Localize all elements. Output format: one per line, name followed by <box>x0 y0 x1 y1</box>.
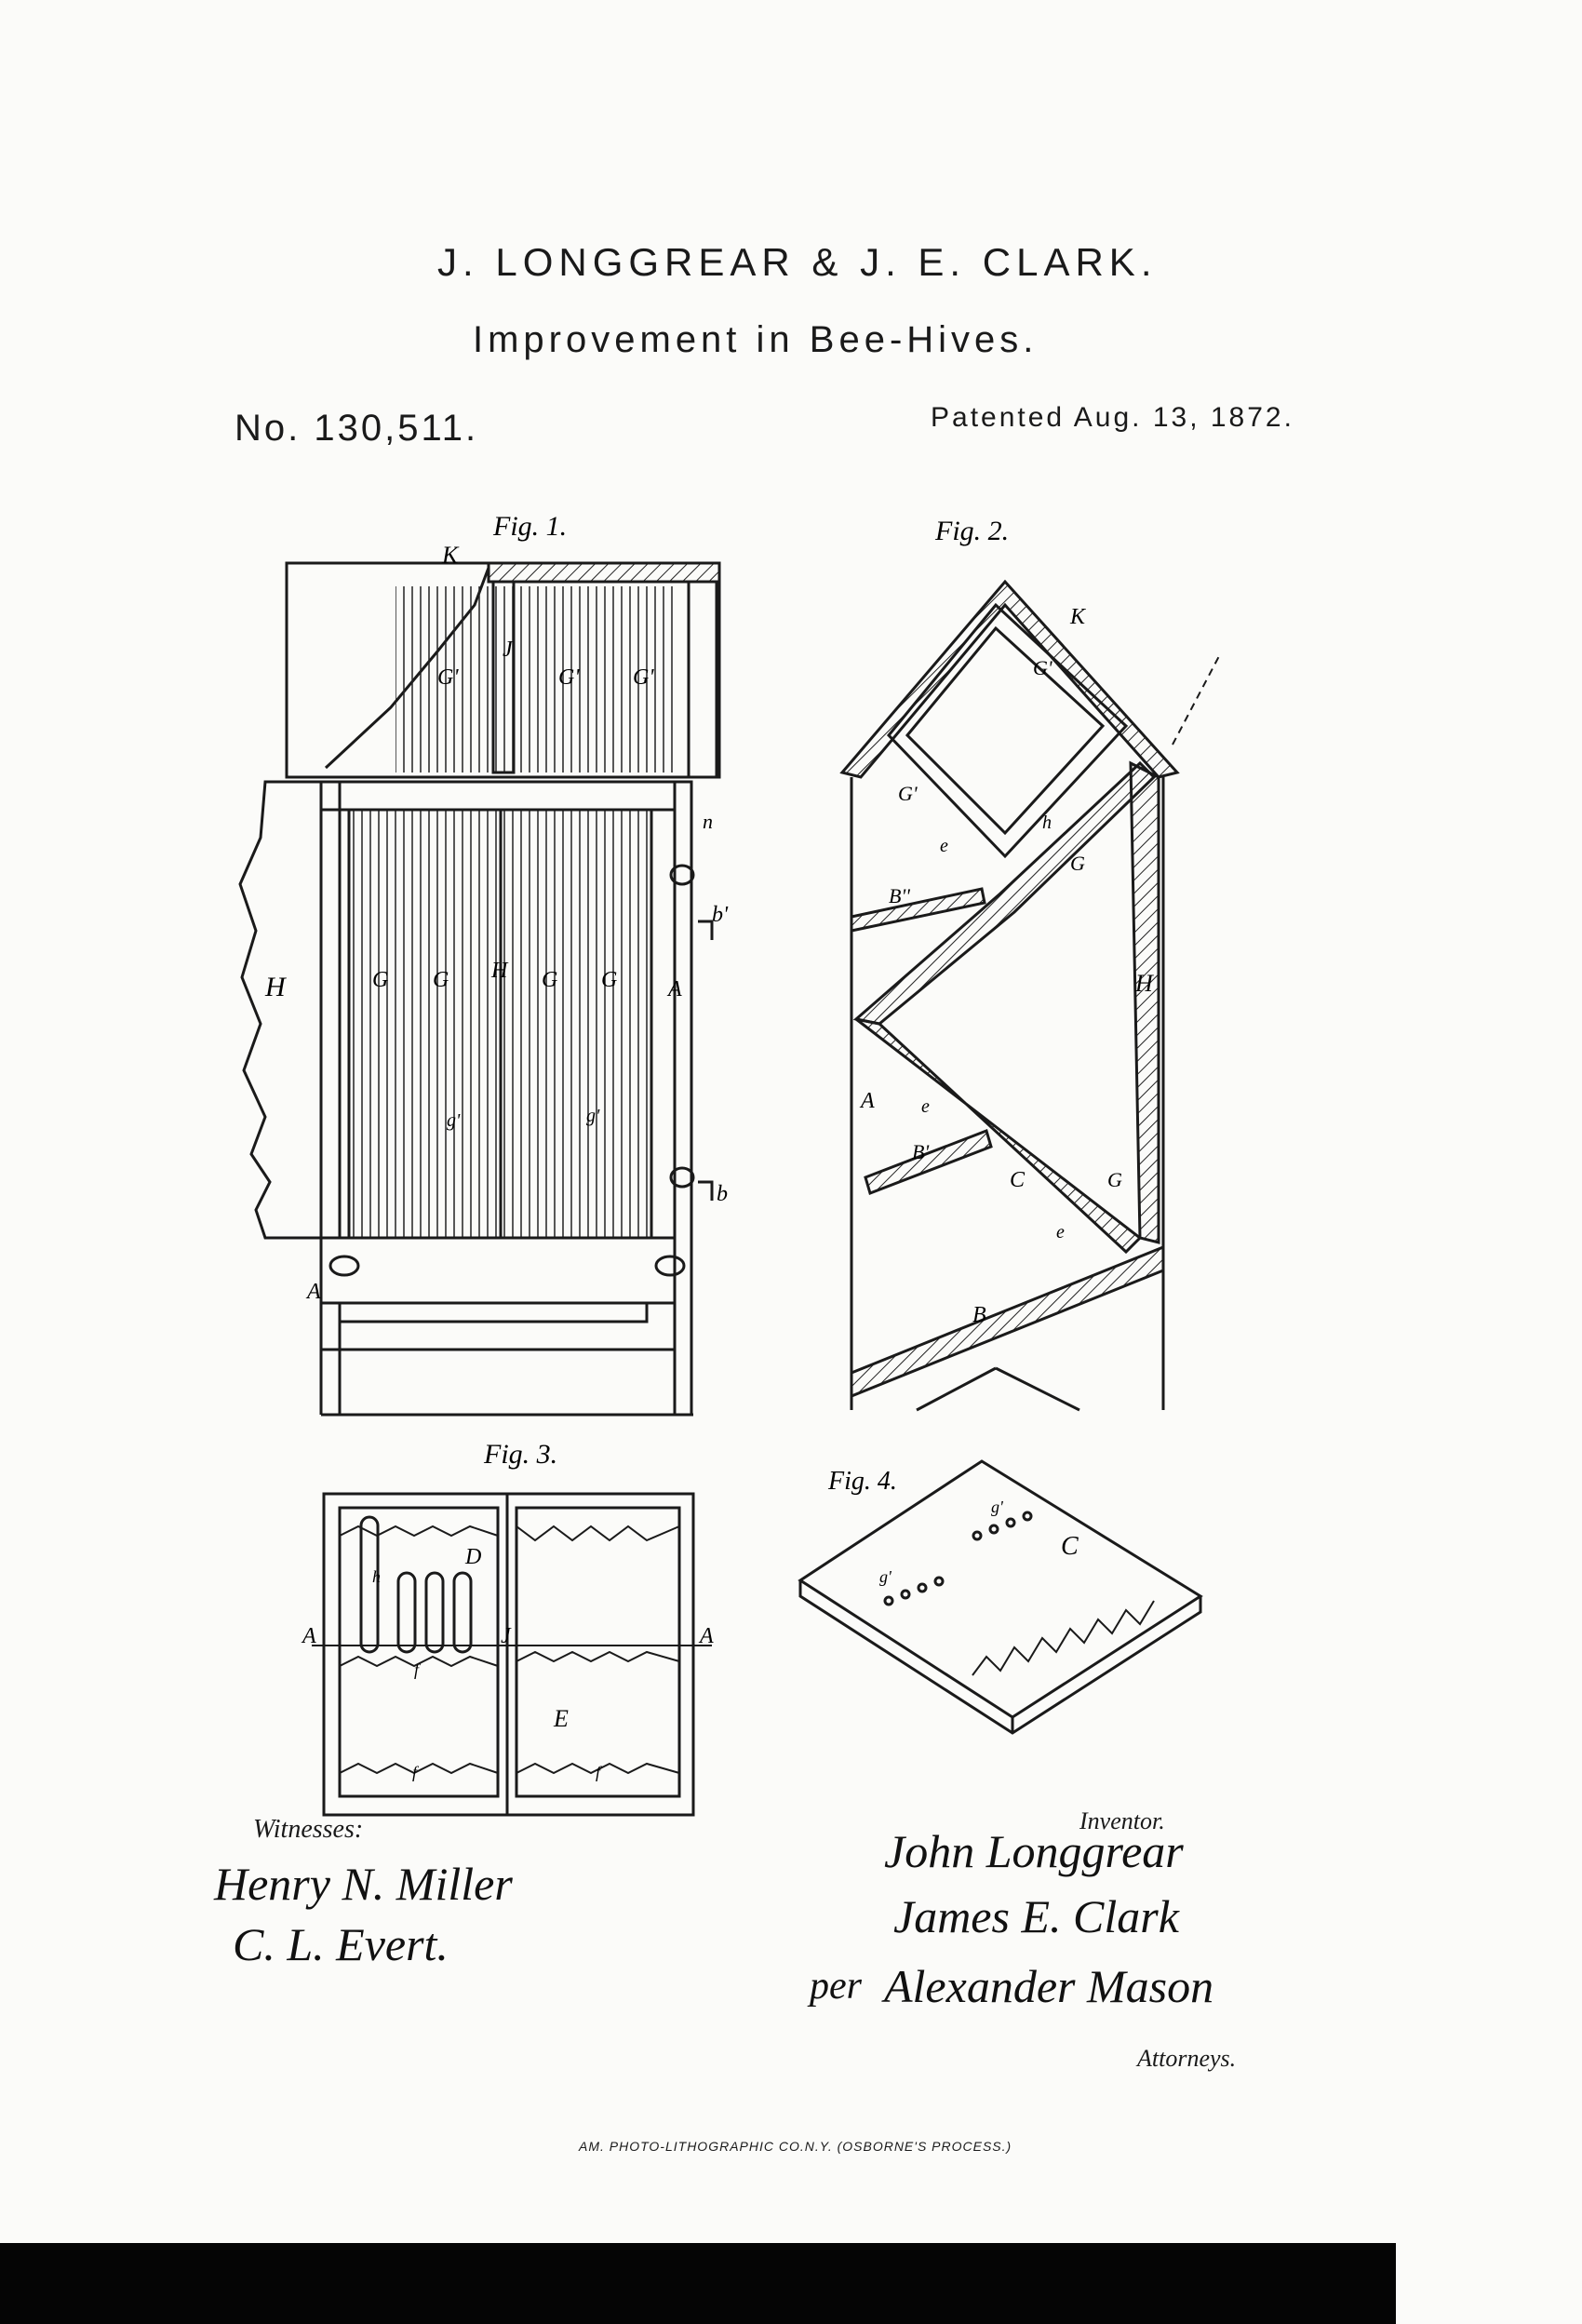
fig1-label-H-center: H <box>490 959 509 983</box>
fig2-label-H: H <box>1134 970 1154 997</box>
fig3-label-D: D <box>464 1545 481 1569</box>
patent-inventors: J. LONGGREAR & J. E. CLARK. <box>437 240 1158 284</box>
fig1-label-A-left: A <box>305 1280 321 1304</box>
fig1-label-b1: b' <box>712 903 729 927</box>
fig2-label-e-mid: e <box>921 1096 930 1117</box>
figure-4 <box>798 1459 1203 1735</box>
fig3-label-h: h <box>372 1567 381 1586</box>
patent-date: Patented Aug. 13, 1872. <box>931 402 1294 433</box>
witnesses-label: Witnesses: <box>253 1815 364 1844</box>
fig3-label-f-a: f <box>414 1660 422 1679</box>
fig4-label-g1-a: g' <box>991 1498 1004 1516</box>
fig2-label-e-top: e <box>940 836 948 856</box>
fig1-label-G-d: G <box>601 968 617 992</box>
fig2-label-C: C <box>1010 1168 1026 1192</box>
fig1-label-J: J <box>503 638 514 662</box>
inventor-label: Inventor. <box>1079 1807 1165 1834</box>
fig1-label-g1-b: g' <box>586 1106 600 1126</box>
attorney-per: per <box>810 1965 862 2008</box>
fig3-label-f-c: f <box>596 1763 603 1781</box>
fig2-label-G: G <box>1070 852 1085 875</box>
fig2-label-B1: B' <box>912 1140 929 1163</box>
witness-signature-2: C. L. Evert. <box>233 1918 449 1970</box>
attorneys-label: Attorneys. <box>1137 2045 1237 2072</box>
fig1-label-A-right: A <box>666 977 682 1001</box>
fig1-label-b: b <box>717 1182 728 1206</box>
fig4-caption: Fig. 4. <box>827 1467 897 1496</box>
patent-number: No. 130,511. <box>235 408 479 449</box>
fig2-label-e-low: e <box>1056 1222 1065 1243</box>
fig2-label-K: K <box>1069 605 1087 629</box>
fig4-label-C: C <box>1061 1532 1079 1561</box>
fig3-label-E: E <box>553 1705 569 1732</box>
fig1-label-G-c: G <box>542 968 557 992</box>
fig3-label-f-b: f <box>412 1763 420 1781</box>
fig1-label-G-b: G <box>433 968 449 992</box>
scan-edge-bar <box>0 2243 1396 2324</box>
fig1-label-G-a: G <box>372 968 388 992</box>
fig1-label-G1-b: G' <box>558 665 580 690</box>
fig1-label-n: n <box>703 810 713 833</box>
fig1-label-g1-a: g' <box>447 1110 461 1131</box>
fig3-caption: Fig. 3. <box>483 1439 557 1470</box>
fig1-label-K: K <box>441 542 460 569</box>
figure-3 <box>312 1492 712 1817</box>
fig2-label-G-low: G <box>1107 1168 1122 1191</box>
figure-2 <box>839 579 1220 1412</box>
fig2-label-B: B <box>972 1303 986 1327</box>
fig3-label-A-left: A <box>301 1624 316 1648</box>
fig3-label-J: J <box>501 1624 512 1648</box>
fig1-label-H: H <box>264 972 288 1002</box>
fig1-label-G1-c: G' <box>633 665 654 690</box>
fig3-label-A-right: A <box>698 1624 714 1648</box>
fig2-label-G1-top: G' <box>1033 656 1052 679</box>
fig2-label-A: A <box>859 1089 875 1113</box>
fig1-caption: Fig. 1. <box>492 511 567 542</box>
fig2-label-G1-left: G' <box>898 782 918 805</box>
patent-title: Improvement in Bee-Hives. <box>473 319 1039 360</box>
fig2-caption: Fig. 2. <box>934 516 1009 546</box>
witness-signature-1: Henry N. Miller <box>214 1858 513 1910</box>
fig2-label-h: h <box>1042 813 1052 833</box>
attorney-signature: Alexander Mason <box>884 1960 1214 2012</box>
fig2-label-B2: B'' <box>889 884 910 907</box>
inventor-signature-1: John Longgrear <box>884 1825 1184 1877</box>
inventor-signature-2: James E. Clark <box>893 1890 1179 1942</box>
figure-1 <box>238 561 721 1417</box>
printer-credit: AM. PHOTO-LITHOGRAPHIC CO.N.Y. (OSBORNE'… <box>579 2139 1012 2154</box>
fig1-label-G1-a: G' <box>437 665 459 690</box>
fig4-label-g1-b: g' <box>879 1567 892 1586</box>
